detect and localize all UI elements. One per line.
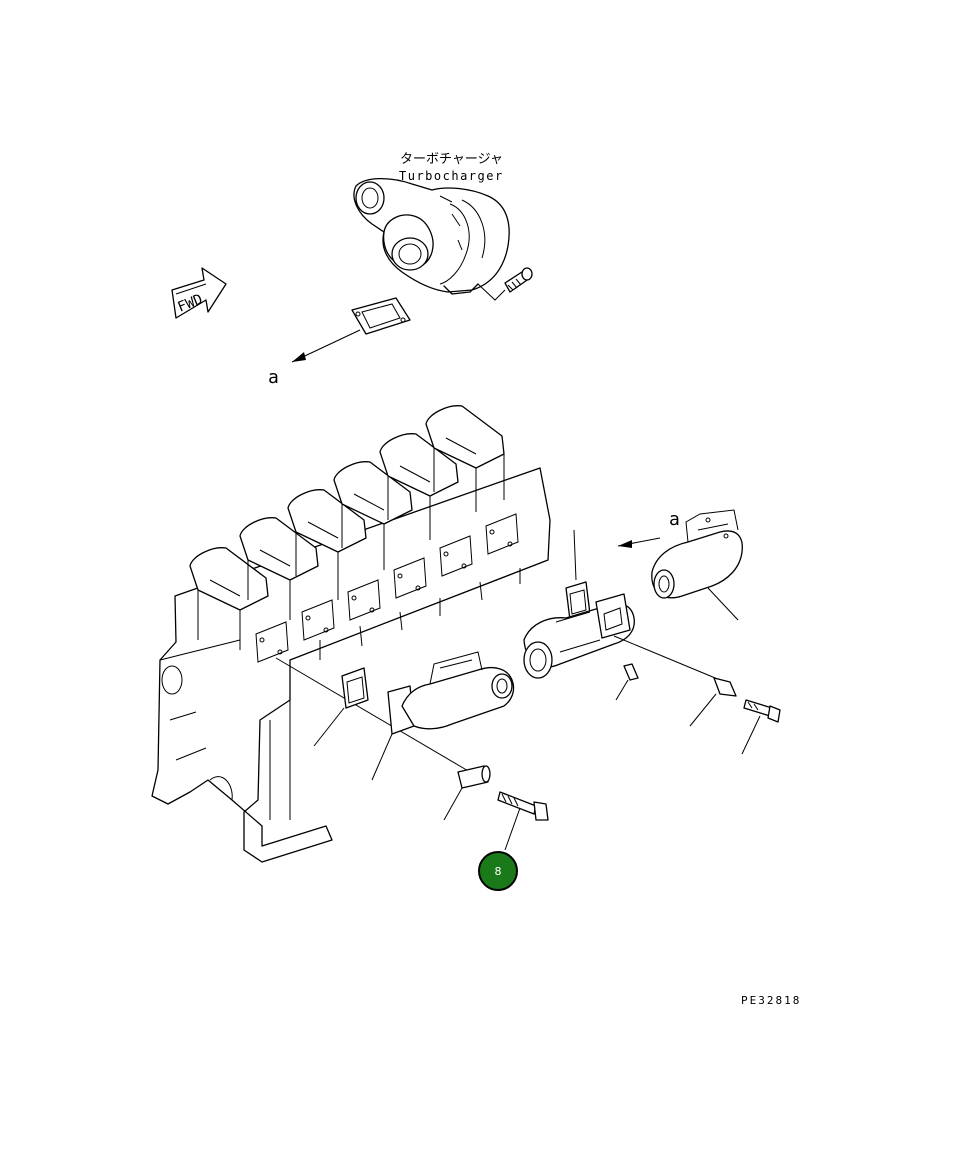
turbocharger-label-jp: ターボチャージャ (400, 152, 503, 167)
turbocharger-drawing (353, 177, 533, 301)
assembly-guide-line (275, 657, 471, 773)
right-bolt-drawing (741, 699, 781, 755)
callout-circle[interactable] (478, 851, 518, 891)
figure-code: PE32818 (741, 994, 801, 1007)
fwd-arrow-icon (171, 267, 227, 319)
turbo-gasket-drawing (291, 297, 411, 363)
engine-block-drawing (151, 405, 551, 863)
front-gasket-drawing (313, 667, 369, 747)
center-exhaust-manifold-drawing (523, 593, 721, 701)
reference-a-right: a (669, 509, 680, 530)
rear-exhaust-manifold-drawing (617, 509, 743, 621)
turbocharger-label-en: Turbocharger (399, 169, 504, 183)
front-bolt-drawing (497, 791, 549, 851)
right-spacer-drawing (689, 677, 737, 727)
front-spacer-drawing (443, 765, 491, 821)
center-gasket-drawing (565, 529, 591, 621)
reference-a-top: a (268, 367, 279, 388)
front-exhaust-manifold-drawing (371, 651, 515, 781)
callout-number: 8 (495, 865, 502, 878)
